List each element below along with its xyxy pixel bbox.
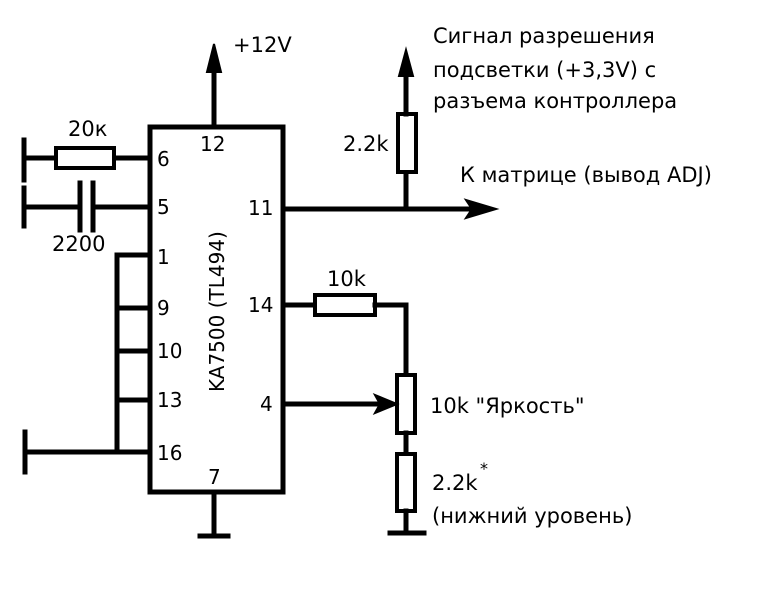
pin-1: 1 — [157, 245, 170, 269]
pin-13: 13 — [157, 388, 182, 412]
r-feedback-label: 10k — [327, 267, 367, 291]
enable-signal-line-1: Сигнал разрешения — [433, 24, 655, 48]
pin-7: 7 — [208, 465, 221, 489]
r-timing-label: 20к — [68, 117, 107, 141]
pin-10: 10 — [157, 339, 182, 363]
resistor-20k — [54, 146, 116, 170]
resistor-2-2k-bottom — [395, 452, 417, 513]
pot-label: 10k "Яркость" — [430, 394, 585, 418]
pin-5: 5 — [157, 195, 170, 219]
c-timing-label: 2200 — [52, 232, 105, 256]
supply-arrow-icon — [205, 43, 223, 73]
output-label: К матрице (вывод ADJ) — [460, 163, 712, 187]
resistor-10k-feedback — [313, 293, 377, 317]
wiper-arrow-icon — [372, 392, 400, 416]
pin-6: 6 — [157, 147, 170, 171]
r-pullup-label: 2.2k — [343, 132, 389, 156]
potentiometer-brightness[interactable] — [395, 373, 417, 435]
pin-12: 12 — [200, 132, 225, 156]
r-bottom-label: 2.2k — [432, 471, 478, 495]
ic-label: KA7500 (TL494) — [205, 231, 229, 392]
enable-signal-line-3: разъема контроллера — [433, 89, 677, 113]
output-arrow-icon — [463, 198, 500, 220]
pin-4: 4 — [260, 392, 273, 416]
pin-9: 9 — [157, 296, 170, 320]
pin-11: 11 — [248, 196, 273, 220]
pin-16: 16 — [157, 441, 182, 465]
enable-arrow-icon — [397, 46, 415, 77]
enable-signal-line-2: подсветки (+3,3V) с — [433, 58, 656, 82]
r-bottom-note: (нижний уровень) — [432, 504, 632, 528]
r-bottom-mark: * — [480, 459, 488, 478]
supply-label: +12V — [233, 33, 292, 57]
pin-14: 14 — [248, 293, 273, 317]
resistor-2-2k-pullup — [396, 112, 418, 174]
